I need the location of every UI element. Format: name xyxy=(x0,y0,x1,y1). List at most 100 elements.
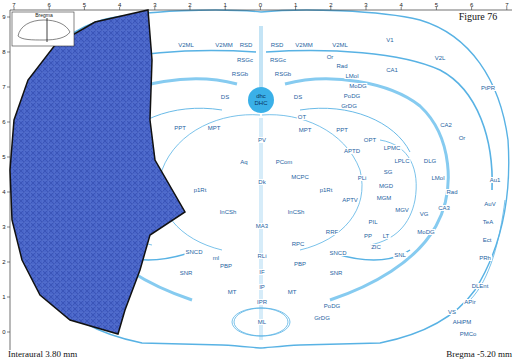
scale-number: 7 xyxy=(505,2,508,8)
region-label: OPT xyxy=(363,137,377,143)
region-label: RSGb xyxy=(274,71,292,77)
region-label: LMol xyxy=(430,175,445,181)
scale-number: 2 xyxy=(329,2,332,8)
region-label: MGM xyxy=(376,195,393,201)
scale-number: 2 xyxy=(188,2,191,8)
region-label: APTV xyxy=(341,197,359,203)
region-label: VG xyxy=(419,211,430,217)
scale-number: 3 xyxy=(153,2,156,8)
figure-title: Figure 76 xyxy=(459,12,498,22)
scale-number: 7 xyxy=(12,2,15,8)
region-label: Dk xyxy=(257,179,266,185)
region-label: MT xyxy=(287,289,298,295)
region-label: PtPR xyxy=(480,85,496,91)
region-label: RSGb xyxy=(231,71,249,77)
region-label: PLi xyxy=(357,175,368,181)
scale-number: 4 xyxy=(400,2,403,8)
region-label: RPC xyxy=(291,241,306,247)
region-label: DLG xyxy=(423,158,437,164)
region-label: PPT xyxy=(173,125,187,131)
region-label: VS xyxy=(447,309,457,315)
region-label: Rad xyxy=(335,63,348,69)
region-label: DS xyxy=(220,94,230,100)
region-label: SG xyxy=(383,169,394,175)
region-label: IPR xyxy=(256,299,268,305)
region-label: DHC xyxy=(255,100,268,107)
scale-number: 3 xyxy=(364,2,367,8)
scale-number: 6 xyxy=(48,2,51,8)
region-label: IF xyxy=(258,269,265,275)
region-label: Ect xyxy=(482,237,493,243)
inset-label: Bregma xyxy=(35,13,53,18)
region-label: PPT xyxy=(335,127,349,133)
region-label: PV xyxy=(257,137,267,143)
region-label: V2ML xyxy=(177,42,195,48)
region-label: MCPC xyxy=(290,174,310,180)
region-label: p1Rt xyxy=(319,187,334,193)
region-label: dhc xyxy=(256,93,266,100)
region-label: p1Rt xyxy=(193,187,208,193)
scale-number: 1 xyxy=(294,2,297,8)
region-label: MGD xyxy=(378,183,394,189)
region-label: MT xyxy=(227,289,238,295)
region-label: OT xyxy=(297,114,307,120)
region-label: V2ML xyxy=(331,42,349,48)
region-label: MPT xyxy=(207,125,222,131)
region-label: APir xyxy=(463,299,476,305)
scale-number: 5 xyxy=(83,2,86,8)
region-label: RLi xyxy=(256,253,267,259)
region-label: V1 xyxy=(385,37,394,43)
region-label: InCSh xyxy=(287,209,306,215)
region-label: InCSh xyxy=(219,209,238,215)
region-label: GrDG xyxy=(313,315,331,321)
region-label: LPLC xyxy=(393,158,410,164)
scale-number: 7 xyxy=(2,84,5,90)
scale-number: 0 xyxy=(2,329,5,335)
region-label: PCom xyxy=(275,159,294,165)
scale-number: 1 xyxy=(2,294,5,300)
scale-number: 9 xyxy=(2,14,5,20)
region-label: RSD xyxy=(239,42,254,48)
region-label: V2L xyxy=(434,55,447,61)
region-label: PoDG xyxy=(323,303,341,309)
region-label: Or xyxy=(326,54,335,60)
region-label: PBP xyxy=(219,263,233,269)
region-label: LPMC xyxy=(383,145,402,151)
scale-number: 4 xyxy=(118,2,121,8)
region-label: DS xyxy=(293,94,303,100)
region-label: ML xyxy=(257,319,267,325)
scale-number: 2 xyxy=(2,259,5,265)
region-label: SNL xyxy=(393,252,407,258)
region-label: MGV xyxy=(394,207,410,213)
region-label: RSGc xyxy=(236,57,254,63)
region-label: Rad xyxy=(445,189,458,195)
region-label: CA3 xyxy=(437,205,451,211)
region-label: LT xyxy=(382,233,391,239)
region-label: SNR xyxy=(179,270,194,276)
region-label: RRF xyxy=(325,229,339,235)
region-label: PBP xyxy=(293,261,307,267)
region-label: PIL xyxy=(367,219,378,225)
scale-number: 5 xyxy=(435,2,438,8)
region-label: MPT xyxy=(298,127,313,133)
scale-number: 0 xyxy=(259,2,262,8)
scale-number: 4 xyxy=(2,189,5,195)
region-label: MoDG xyxy=(416,229,435,235)
region-label: IP xyxy=(258,284,266,290)
coordinate-note: Bregma -5.20 mm xyxy=(446,350,512,359)
region-label: Au1 xyxy=(489,177,502,183)
region-label: RSD xyxy=(270,42,285,48)
region-label: AuV xyxy=(483,201,496,207)
scale-number: 8 xyxy=(2,49,5,55)
region-label: RSGc xyxy=(269,57,287,63)
scale-number: 5 xyxy=(2,154,5,160)
region-label: AHiPM xyxy=(452,319,473,325)
coordinate-note: Interaural 3.80 mm xyxy=(8,350,77,359)
region-label: LMol xyxy=(344,73,359,79)
scale-number: 6 xyxy=(470,2,473,8)
region-label: PP xyxy=(363,233,373,239)
region-label: CA2 xyxy=(439,122,453,128)
highlight-circle: dhcDHC xyxy=(248,87,274,113)
scale-number: 6 xyxy=(2,119,5,125)
